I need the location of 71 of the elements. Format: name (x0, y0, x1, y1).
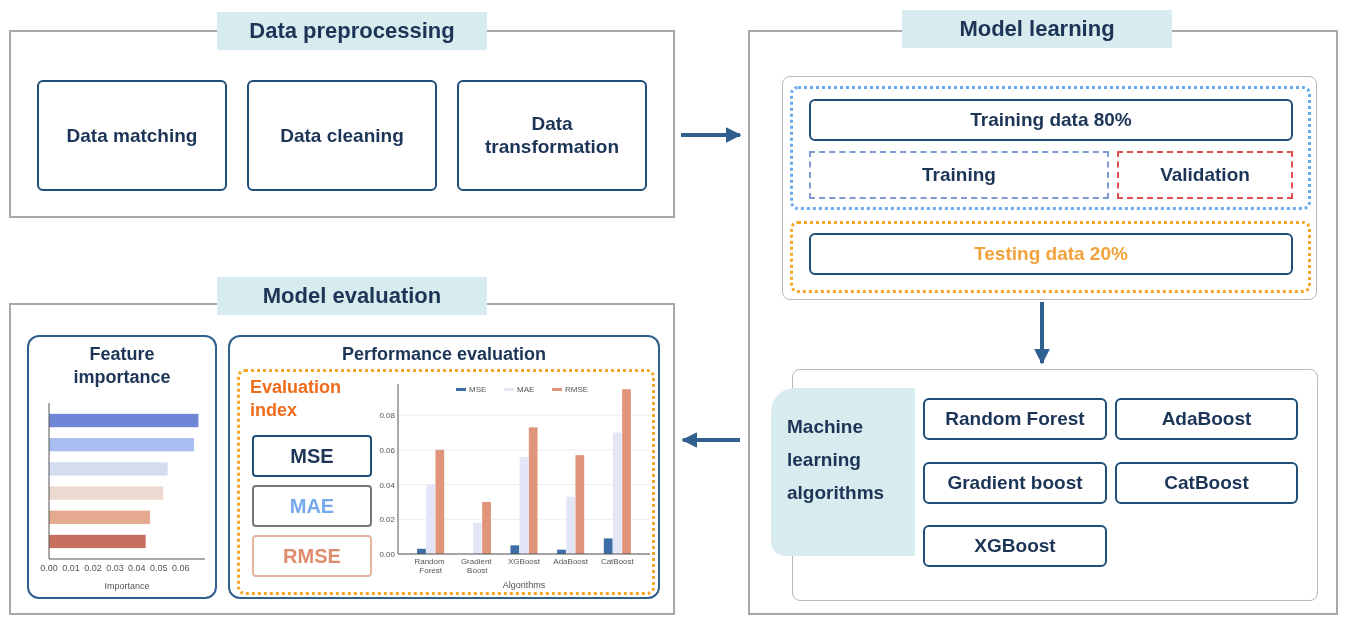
box-label: Data matching (65, 123, 199, 148)
metric-box (252, 485, 372, 527)
dotted-group-box (790, 86, 1311, 210)
category-label: Random Forest (414, 557, 445, 575)
category-label: AdaBoost (553, 557, 588, 566)
group-heading: Machine learning algorithms (771, 388, 915, 556)
process-box (923, 462, 1107, 504)
dashed-box (1117, 151, 1293, 199)
box-label: Gradient boost (946, 471, 1084, 495)
arrow (681, 432, 740, 448)
tick-label: 0.03 (106, 563, 124, 573)
process-box (809, 99, 1293, 141)
box-label: Testing data 20% (973, 242, 1129, 266)
arrow (1034, 302, 1050, 365)
metric-box (252, 535, 372, 577)
box-label: MSE (289, 443, 335, 469)
process-box (923, 398, 1107, 440)
tick-label: 0.01 (62, 563, 80, 573)
metric-box (252, 435, 372, 477)
card-heading: Feature importance (72, 343, 172, 390)
category-label: XGBoost (508, 557, 540, 566)
process-box (247, 80, 437, 191)
tick-label: 0.08 (379, 411, 395, 421)
section-heading: Model learning (902, 10, 1172, 48)
process-box (809, 233, 1293, 275)
group-box (782, 76, 1317, 300)
tick-label: 0.00 (379, 550, 395, 559)
card (27, 335, 217, 599)
box-label: Validation (1159, 163, 1251, 187)
group-heading: Evaluation index (250, 376, 343, 423)
tick-label: 0.00 (40, 563, 58, 573)
dotted-group-box (237, 369, 655, 595)
legend-item: RMSE (552, 385, 589, 394)
process-box (457, 80, 647, 191)
legend-item: MAE (504, 385, 535, 394)
box-label: AdaBoost (1160, 407, 1253, 431)
legend-item: MSE (456, 385, 487, 394)
process-box (923, 525, 1107, 567)
card-heading: Performance evaluation (340, 343, 548, 366)
dashed-box (809, 151, 1109, 199)
box-label: Data transformation (483, 111, 621, 160)
section-heading: Model evaluation (217, 277, 487, 315)
tick-label: 0.06 (379, 445, 395, 455)
box-label: RMSE (282, 543, 342, 569)
tick-label: 0.04 (128, 563, 146, 573)
tick-label: 0.02 (379, 515, 395, 525)
legend-label: MAE (517, 385, 535, 394)
legend-label: RMSE (565, 385, 589, 394)
card (228, 335, 660, 599)
box-label: MAE (288, 493, 336, 519)
tick-label: 0.06 (172, 563, 190, 573)
section-heading: Data preprocessing (217, 12, 487, 50)
tick-label: 0.05 (150, 563, 168, 573)
axis-title: Importance (104, 581, 150, 591)
box-label: Training (921, 163, 997, 187)
category-label: CatBoost (600, 557, 634, 566)
box-label: Data cleaning (279, 123, 405, 148)
dotted-group-box (790, 221, 1311, 293)
tick-label: 0.04 (379, 480, 395, 490)
process-box (1115, 398, 1298, 440)
box-label: Training data 80% (969, 108, 1133, 132)
arrow (681, 127, 742, 143)
process-box (1115, 462, 1298, 504)
axis-title: Algorithms (502, 580, 546, 590)
tick-label: 0.02 (84, 563, 102, 573)
box-label: Random Forest (944, 407, 1086, 431)
process-box (37, 80, 227, 191)
box-label: CatBoost (1163, 471, 1250, 495)
box-label: XGBoost (973, 534, 1057, 558)
category-label: Gradient Boost (460, 557, 492, 575)
legend-label: MSE (469, 385, 487, 394)
